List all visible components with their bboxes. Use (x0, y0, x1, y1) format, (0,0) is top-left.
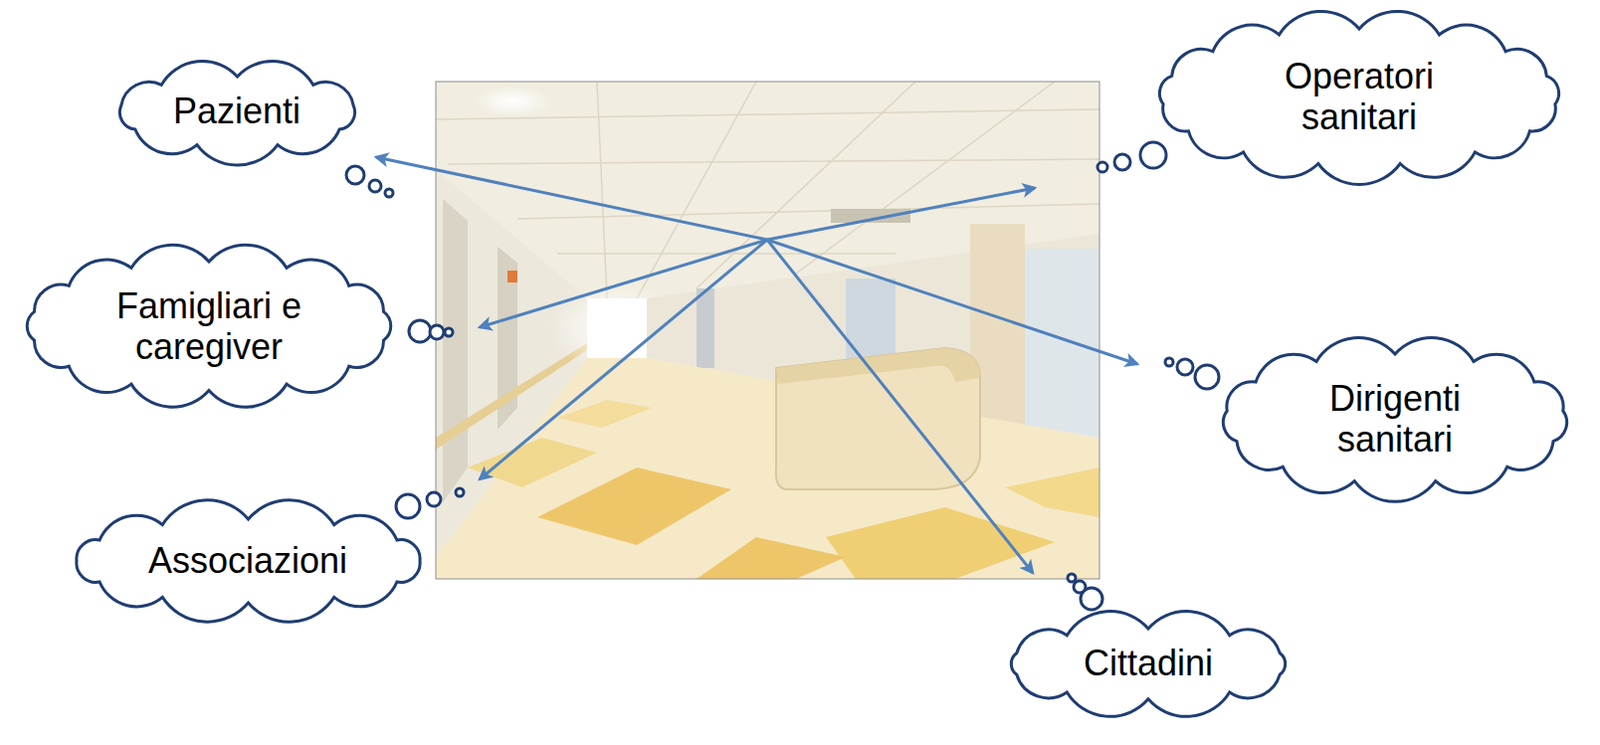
window (1024, 248, 1100, 438)
photo-ground (435, 81, 1100, 580)
floor (435, 358, 1100, 580)
cloud-label: Operatori sanitari (1254, 55, 1464, 139)
thought-cloud: Cittadini (990, 608, 1307, 720)
thought-bubble (455, 488, 464, 497)
thought-bubble (346, 166, 365, 185)
cloud-label: Associazioni (148, 540, 348, 582)
thought-bubble (385, 189, 394, 198)
floor-tile (467, 437, 598, 488)
thought-bubble (1177, 359, 1194, 376)
cloud-shape (1010, 610, 1285, 717)
cloud-text-area: Cittadini (990, 608, 1307, 720)
cloud-shape (26, 244, 392, 407)
thought-cloud: Pazienti (99, 56, 376, 168)
floor-tile (1004, 467, 1100, 518)
thought-bubble (429, 325, 444, 340)
thought-bubble (444, 328, 453, 337)
cloud-shape (1159, 10, 1559, 185)
floor-tile (696, 537, 846, 580)
floor-tile (825, 507, 1055, 580)
thought-bubble (1165, 358, 1174, 367)
pointer-arrows (376, 157, 1138, 574)
thought-cloud: Operatori sanitari (1142, 8, 1577, 186)
cloud-text-area: Operatori sanitari (1142, 8, 1577, 186)
thought-cloud: Associazioni (56, 499, 440, 623)
cloud-text-area: Associazioni (56, 499, 440, 623)
photo-border (435, 81, 1100, 580)
thought-cloud: Dirigenti sanitari (1205, 334, 1585, 504)
exit-sign (507, 270, 518, 283)
thought-bubble (1195, 365, 1219, 390)
thought-bubble (408, 320, 431, 343)
thought-bubble (1097, 162, 1108, 173)
ceiling-light (472, 85, 553, 118)
thought-bubble (426, 492, 441, 507)
pointer-arrow (479, 239, 768, 480)
cloud-text-area: Famigliari e caregiver (9, 241, 408, 411)
door (442, 199, 468, 503)
thought-bubble (1114, 154, 1131, 171)
cloud-shape (119, 60, 355, 166)
cloud-label: Dirigenti sanitari (1295, 378, 1495, 461)
thought-bubble (369, 180, 382, 193)
pointer-arrow (767, 239, 1138, 365)
cloud-shape (1222, 338, 1567, 503)
pointer-arrow (376, 157, 768, 240)
corridor-photo (435, 81, 1100, 580)
pointer-arrow (479, 239, 768, 328)
thought-bubble (1067, 574, 1076, 583)
cloud-label: Famigliari e caregiver (89, 285, 329, 369)
cloud-shape (75, 500, 419, 622)
thought-bubble (396, 494, 420, 519)
cloud-text-area: Pazienti (99, 56, 376, 168)
thought-bubble (1073, 581, 1086, 594)
cloud-text-area: Dirigenti sanitari (1205, 334, 1585, 504)
pointer-arrow (767, 239, 1033, 574)
cloud-label: Cittadini (1083, 642, 1213, 684)
floor-tile (537, 467, 732, 546)
pointer-arrow (767, 188, 1035, 240)
door-frame (696, 288, 715, 369)
thought-bubble (1140, 142, 1167, 169)
thought-bubbles (346, 142, 1219, 610)
cloud-label: Pazienti (173, 90, 301, 132)
thought-cloud: Famigliari e caregiver (9, 241, 408, 411)
